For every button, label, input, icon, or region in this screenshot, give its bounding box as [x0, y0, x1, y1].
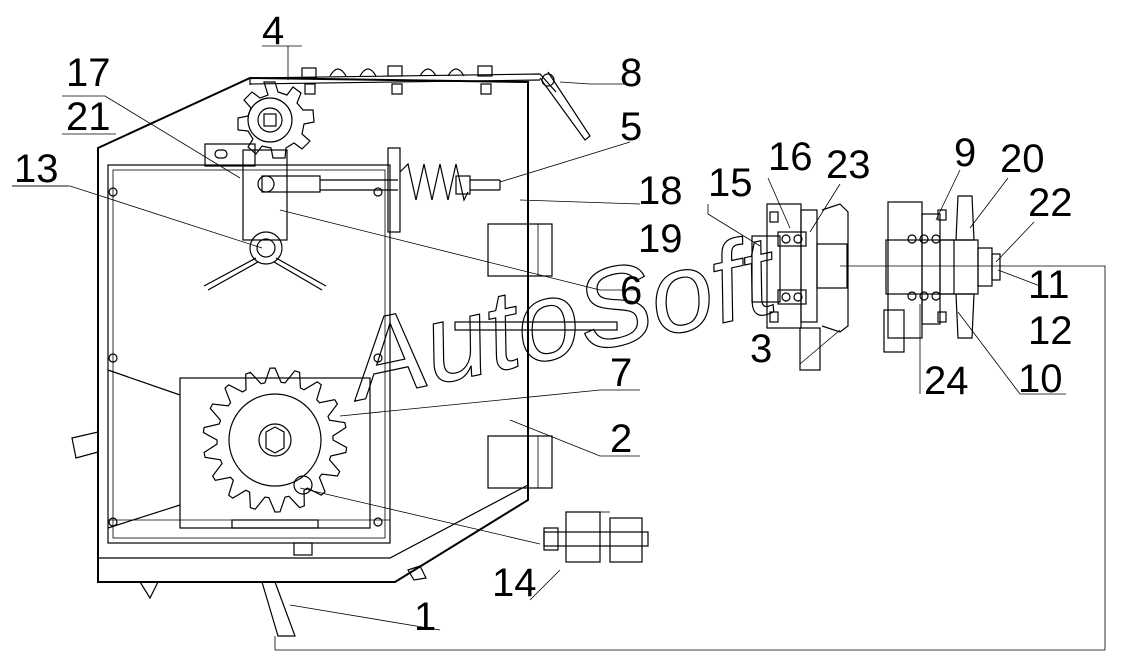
callout-14: 14 — [492, 561, 537, 605]
watermark: AutoSoft — [333, 211, 789, 425]
shaft-rod — [454, 321, 618, 331]
bolt-section — [543, 511, 649, 563]
reference-line — [274, 265, 1106, 651]
leader-lines — [12, 45, 1066, 631]
drive-box — [179, 377, 371, 529]
callout-16: 16 — [768, 135, 813, 179]
idler-wheel — [203, 231, 327, 291]
tension-spring — [399, 162, 501, 202]
top-cover — [249, 65, 591, 141]
guide-block-top — [487, 223, 553, 277]
tension-arm — [204, 143, 401, 241]
callout-19: 19 — [638, 217, 683, 261]
callout-11: 11 — [1028, 263, 1070, 307]
callout-3: 3 — [750, 327, 772, 371]
hub-section-right — [883, 195, 1001, 353]
callout-12: 12 — [1028, 309, 1073, 353]
callout-1: 1 — [414, 595, 436, 639]
callout-5: 5 — [620, 105, 642, 149]
idler-sprocket — [237, 81, 315, 159]
callout-17: 17 — [66, 51, 111, 95]
main-frame — [71, 76, 553, 637]
callout-9: 9 — [954, 131, 976, 175]
callout-4: 4 — [262, 9, 284, 53]
callout-15: 15 — [708, 161, 753, 205]
drive-sprocket — [202, 367, 348, 513]
callout-8: 8 — [620, 51, 642, 95]
callout-23: 23 — [826, 143, 871, 187]
callout-13: 13 — [14, 147, 59, 191]
hub-section-left — [751, 203, 1000, 371]
callout-22: 22 — [1028, 181, 1073, 225]
callout-24: 24 — [924, 359, 969, 403]
callout-21: 21 — [66, 95, 111, 139]
callouts: 4 17 21 13 8 5 18 19 6 7 2 15 16 23 3 9 … — [14, 9, 1073, 639]
inner-frame — [107, 164, 391, 544]
callout-20: 20 — [1000, 137, 1045, 181]
callout-6: 6 — [620, 269, 642, 313]
foot-left — [261, 581, 296, 637]
callout-10: 10 — [1018, 357, 1063, 401]
callout-7: 7 — [610, 351, 632, 395]
guide-block-bottom — [487, 435, 553, 489]
callout-2: 2 — [610, 417, 632, 461]
callout-18: 18 — [638, 169, 683, 213]
frame-bottom-edge — [98, 484, 529, 559]
